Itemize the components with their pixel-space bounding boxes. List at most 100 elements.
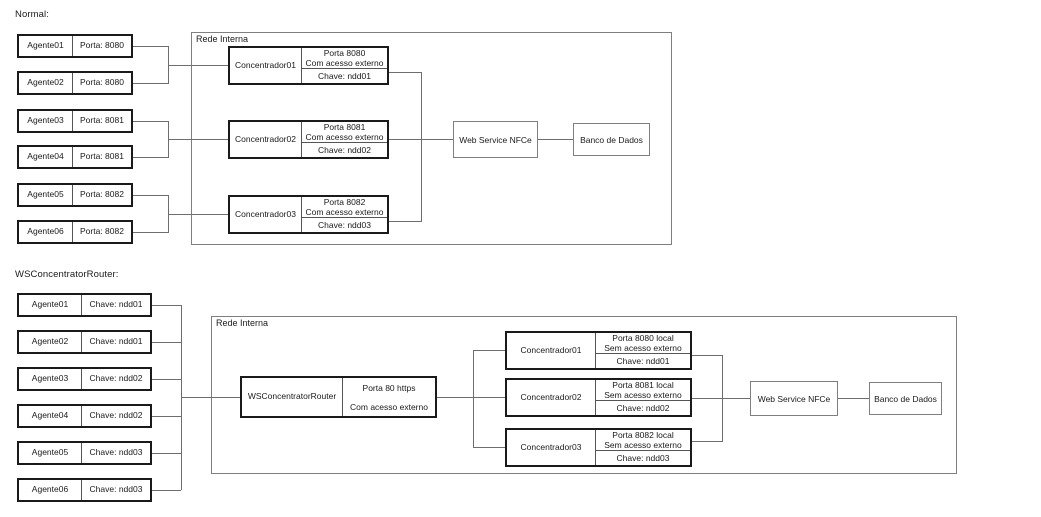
connector-line	[421, 72, 422, 222]
agent-box[interactable]: Agente05 Chave: ndd03	[17, 441, 152, 465]
agent-name: Agente04	[19, 147, 73, 167]
concentrator-chave: Chave: ndd01	[596, 353, 690, 368]
agent-detail: Porta: 8081	[80, 115, 124, 126]
concentrator-name: Concentrador01	[507, 333, 596, 368]
concentrator-name: Concentrador02	[507, 380, 596, 415]
connector-line	[168, 139, 228, 140]
connector-line	[473, 350, 505, 351]
connector-line	[152, 453, 181, 454]
agent-box[interactable]: Agente06 Porta: 8082	[17, 220, 133, 244]
connector-line	[473, 397, 505, 398]
agent-name: Agente03	[19, 369, 82, 389]
agent-name: Agente02	[19, 332, 82, 352]
agent-name: Agente03	[19, 111, 73, 131]
concentrator-box[interactable]: Concentrador02 Porta 8081 local Sem aces…	[505, 378, 692, 417]
concentrator-box[interactable]: Concentrador01 Porta 8080 Com acesso ext…	[228, 46, 389, 85]
connector-line	[473, 350, 474, 447]
agent-detail: Porta: 8082	[80, 189, 124, 200]
agent-detail: Porta: 8081	[80, 151, 124, 162]
connector-line	[389, 221, 421, 222]
concentrator-chave: Chave: ndd02	[596, 400, 690, 415]
agent-detail: Chave: ndd01	[89, 299, 143, 310]
section-title-normal: Normal:	[15, 9, 49, 20]
connector-line	[168, 65, 228, 66]
concentrator-details: Porta 8082 Com acesso externo Chave: ndd…	[302, 197, 387, 232]
concentrator-name: Concentrador02	[230, 122, 302, 157]
ws-concentrator-router-box[interactable]: WSConcentratorRouter Porta 80 https Com …	[240, 376, 437, 418]
concentrator-porta: Porta 8082	[323, 197, 366, 207]
router-details: Porta 80 https Com acesso externo	[343, 378, 435, 416]
concentrator-porta: Porta 8080 local	[612, 333, 674, 343]
connector-line	[152, 305, 181, 306]
connector-line	[722, 355, 723, 442]
router-name: WSConcentratorRouter	[242, 378, 343, 416]
agent-box[interactable]: Agente04 Chave: ndd02	[17, 404, 152, 428]
router-porta: Porta 80 https	[362, 382, 416, 393]
network-boundary-normal	[191, 32, 672, 245]
concentrator-details: Porta 8080 Com acesso externo Chave: ndd…	[302, 48, 387, 83]
concentrator-details: Porta 8080 local Sem acesso externo Chav…	[596, 333, 690, 368]
concentrator-chave: Chave: ndd03	[302, 217, 387, 232]
concentrator-box[interactable]: Concentrador03 Porta 8082 local Sem aces…	[505, 428, 692, 467]
concentrator-box[interactable]: Concentrador03 Porta 8082 Com acesso ext…	[228, 195, 389, 234]
concentrator-acesso: Sem acesso externo	[604, 343, 682, 353]
agent-name: Agente01	[19, 36, 73, 56]
agent-detail: Chave: ndd02	[89, 410, 143, 421]
agent-box[interactable]: Agente03 Chave: ndd02	[17, 367, 152, 391]
connector-line	[181, 397, 240, 398]
agent-box[interactable]: Agente02 Porta: 8080	[17, 71, 133, 95]
concentrator-acesso: Sem acesso externo	[604, 440, 682, 450]
agent-box[interactable]: Agente03 Porta: 8081	[17, 109, 133, 133]
concentrator-porta: Porta 8082 local	[612, 430, 674, 440]
connector-line	[692, 441, 722, 442]
concentrator-porta: Porta 8080	[323, 48, 366, 58]
agent-name: Agente05	[19, 185, 73, 205]
connector-line	[437, 397, 473, 398]
concentrator-acesso: Com acesso externo	[305, 132, 384, 142]
connector-line	[692, 355, 722, 356]
agent-box[interactable]: Agente04 Porta: 8081	[17, 145, 133, 169]
agent-name: Agente06	[19, 480, 82, 500]
agent-detail: Porta: 8080	[80, 40, 124, 51]
agent-box[interactable]: Agente06 Chave: ndd03	[17, 478, 152, 502]
concentrator-chave: Chave: ndd02	[302, 142, 387, 157]
network-boundary-wsrouter	[211, 316, 957, 474]
connector-line	[133, 195, 168, 196]
agent-name: Agente06	[19, 222, 73, 242]
concentrator-name: Concentrador01	[230, 48, 302, 83]
network-label-wsrouter: Rede Interna	[214, 318, 271, 328]
concentrator-name: Concentrador03	[230, 197, 302, 232]
concentrator-details: Porta 8082 local Sem acesso externo Chav…	[596, 430, 690, 465]
agent-detail: Porta: 8080	[80, 77, 124, 88]
concentrator-porta: Porta 8081 local	[612, 380, 674, 390]
concentrator-acesso: Sem acesso externo	[604, 390, 682, 400]
agent-box[interactable]: Agente01 Porta: 8080	[17, 34, 133, 58]
connector-line	[133, 83, 168, 84]
concentrator-details: Porta 8081 Com acesso externo Chave: ndd…	[302, 122, 387, 157]
agent-name: Agente05	[19, 443, 82, 463]
connector-line	[152, 416, 181, 417]
database-box[interactable]: Banco de Dados	[869, 382, 942, 415]
concentrator-box[interactable]: Concentrador02 Porta 8081 Com acesso ext…	[228, 120, 389, 159]
concentrator-chave: Chave: ndd03	[596, 450, 690, 465]
connector-line	[538, 139, 573, 140]
database-box[interactable]: Banco de Dados	[573, 123, 650, 156]
agent-box[interactable]: Agente01 Chave: ndd01	[17, 293, 152, 317]
webservice-box[interactable]: Web Service NFCe	[750, 381, 838, 416]
concentrator-acesso: Com acesso externo	[305, 58, 384, 68]
agent-name: Agente01	[19, 295, 82, 315]
connector-line	[838, 398, 869, 399]
agent-box[interactable]: Agente02 Chave: ndd01	[17, 330, 152, 354]
agent-box[interactable]: Agente05 Porta: 8082	[17, 183, 133, 207]
connector-line	[133, 232, 168, 233]
concentrator-box[interactable]: Concentrador01 Porta 8080 local Sem aces…	[505, 331, 692, 370]
webservice-box[interactable]: Web Service NFCe	[453, 121, 538, 158]
agent-detail: Chave: ndd01	[89, 336, 143, 347]
agent-detail: Chave: ndd03	[89, 484, 143, 495]
concentrator-acesso: Com acesso externo	[305, 207, 384, 217]
concentrator-porta: Porta 8081	[323, 122, 366, 132]
agent-detail: Chave: ndd03	[89, 447, 143, 458]
concentrator-name: Concentrador03	[507, 430, 596, 465]
concentrator-chave: Chave: ndd01	[302, 68, 387, 83]
connector-line	[168, 214, 228, 215]
